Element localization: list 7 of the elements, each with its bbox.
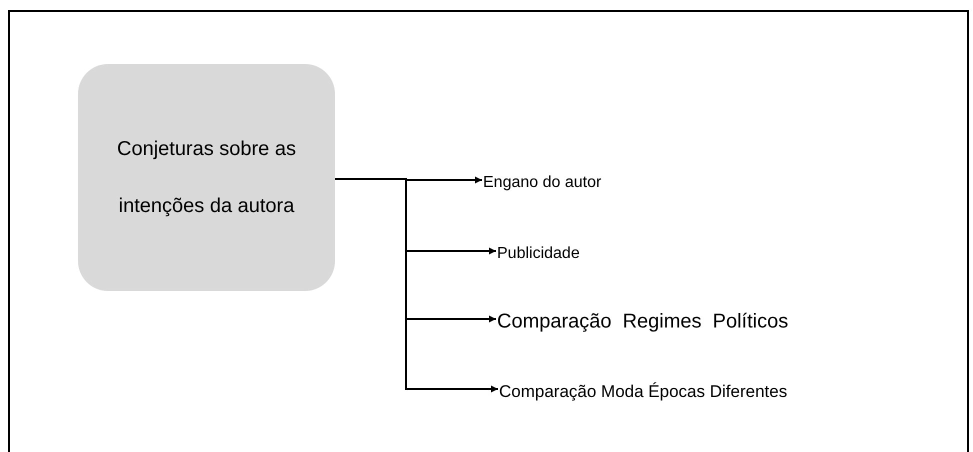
branch-label: Comparação Moda Épocas Diferentes: [499, 382, 788, 402]
box-text: Conjeturas sobre as intenções da autora: [116, 136, 297, 218]
arrow: [335, 178, 498, 392]
branch-label: Comparação Regimes Políticos: [497, 310, 788, 334]
branch-label: Publicidade: [497, 245, 580, 263]
rounded-box: [78, 64, 335, 291]
branch-label: Engano do autor: [483, 174, 602, 192]
